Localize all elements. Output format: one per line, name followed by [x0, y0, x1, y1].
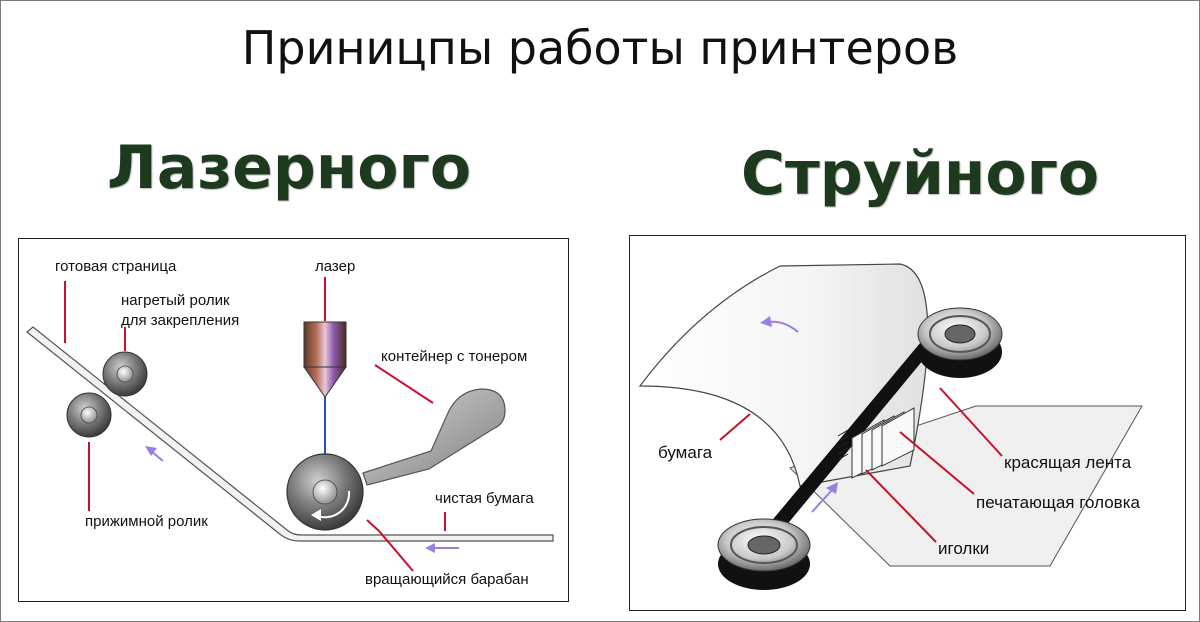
inkjet-diagram-svg: бумага красящая лента печатающая головка…: [638, 263, 1143, 590]
top-ribbon-spool: [917, 307, 1003, 378]
inkjet-heading: Струйного: [741, 139, 1100, 209]
label-clean-paper: чистая бумага: [435, 490, 534, 507]
laser-unit: [303, 321, 347, 457]
label-needles: иголки: [938, 539, 989, 558]
laser-heading: Лазерного: [107, 133, 472, 203]
laser-diagram-svg: готовая страница нагретый ролик для закр…: [26, 258, 554, 588]
laser-pointer-lines: [64, 277, 446, 572]
label-ink-ribbon: красящая лента: [1004, 453, 1132, 472]
bottom-ribbon-spool: [717, 518, 811, 590]
print-head: [851, 407, 915, 479]
page-title: Приницпы работы принтеров: [241, 21, 959, 75]
label-pressure-roller: прижимной ролик: [85, 513, 208, 530]
heated-roller: [102, 351, 148, 397]
paper-direction-arrow: [760, 316, 799, 333]
inkjet-pointer-lines: [719, 387, 1003, 543]
inkjet-diagram: бумага красящая лента печатающая головка…: [629, 235, 1186, 611]
pressure-roller: [66, 392, 112, 438]
label-heated-roller-1: нагретый ролик: [121, 292, 230, 309]
label-rotating-drum: вращающийся барабан: [365, 571, 529, 588]
label-finished-page: готовая страница: [55, 258, 177, 275]
label-laser: лазер: [315, 258, 355, 275]
label-print-head: печатающая головка: [976, 493, 1141, 512]
rotating-drum: [286, 453, 364, 531]
ribbon-direction-arrow: [811, 482, 838, 513]
label-toner-container: контейнер с тонером: [381, 348, 527, 365]
paper-feed-arrow: [425, 543, 459, 553]
label-paper: бумага: [658, 443, 713, 462]
toner-container: [362, 388, 506, 486]
paper-path: [26, 326, 554, 542]
print-needles: [837, 429, 849, 461]
label-heated-roller-2: для закрепления: [121, 312, 239, 329]
paper-direction-arrow: [145, 446, 164, 462]
ink-ribbon-band: [754, 324, 948, 550]
laser-diagram: готовая страница нагретый ролик для закр…: [18, 238, 569, 602]
